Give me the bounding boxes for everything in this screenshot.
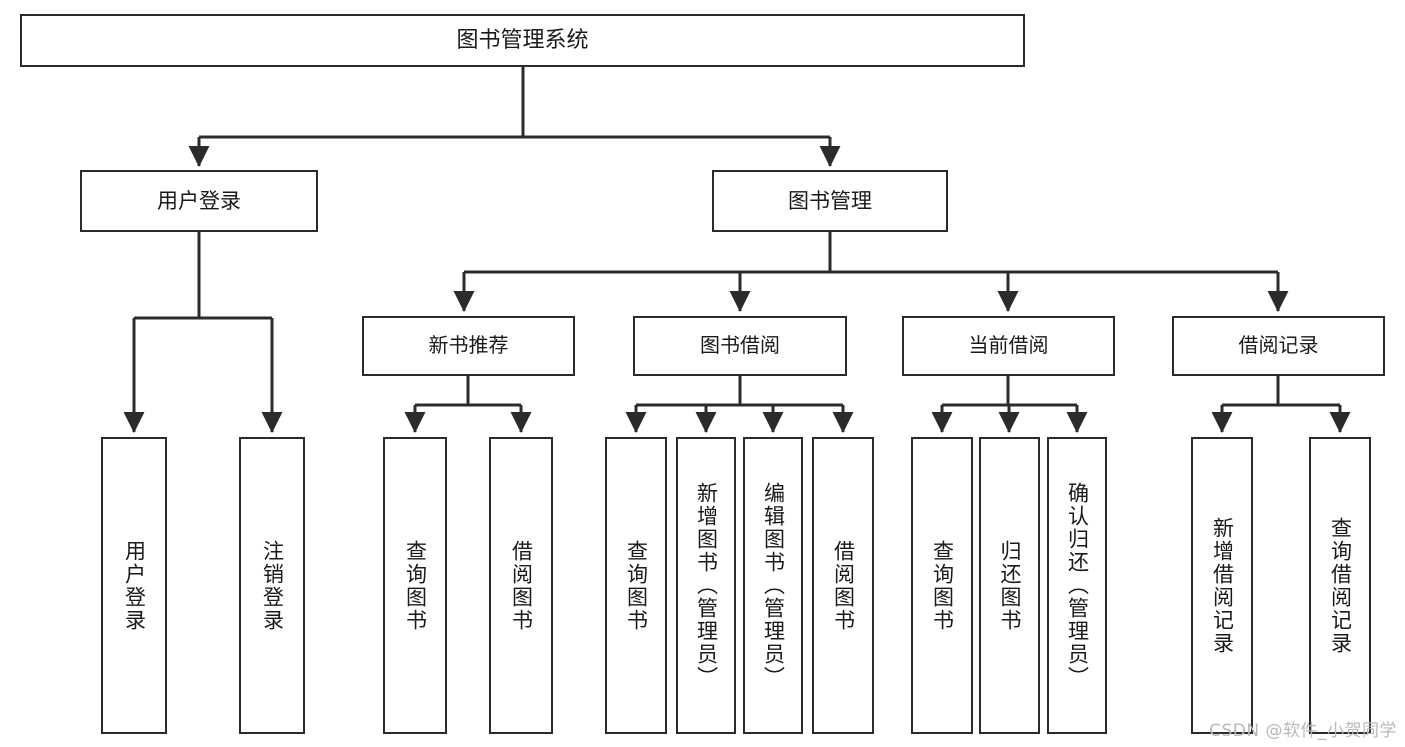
node-current-borrow-label: 当前借阅 xyxy=(968,333,1049,358)
node-leaf-add-record[interactable]: 新增借阅记录 xyxy=(1191,437,1253,734)
node-leaf-confirm-return-label: 确认归还（管理员） xyxy=(1065,482,1090,689)
node-leaf-add-book-label: 新增图书（管理员） xyxy=(694,482,719,689)
node-user-login-label: 用户登录 xyxy=(157,188,241,213)
node-leaf-user-login[interactable]: 用户登录 xyxy=(101,437,167,734)
node-leaf-query-book-3[interactable]: 查询图书 xyxy=(911,437,973,734)
node-book-manage-label: 图书管理 xyxy=(788,188,872,213)
node-book-manage[interactable]: 图书管理 xyxy=(712,170,948,232)
node-leaf-edit-book-label: 编辑图书（管理员） xyxy=(761,482,786,689)
node-leaf-edit-book[interactable]: 编辑图书（管理员） xyxy=(743,437,803,734)
node-leaf-query-book-3-label: 查询图书 xyxy=(930,539,955,632)
node-new-book-recommend[interactable]: 新书推荐 xyxy=(362,316,575,376)
node-user-login[interactable]: 用户登录 xyxy=(80,170,318,232)
node-book-borrow-label: 图书借阅 xyxy=(700,333,780,358)
watermark-text: CSDN @软件_小贺同学 xyxy=(1209,721,1397,741)
node-leaf-borrow-book-1-label: 借阅图书 xyxy=(509,539,534,632)
node-leaf-query-book-2[interactable]: 查询图书 xyxy=(605,437,667,734)
node-leaf-add-book[interactable]: 新增图书（管理员） xyxy=(676,437,736,734)
node-leaf-query-book-1[interactable]: 查询图书 xyxy=(383,437,447,734)
node-leaf-confirm-return[interactable]: 确认归还（管理员） xyxy=(1047,437,1107,734)
node-leaf-return-book[interactable]: 归还图书 xyxy=(979,437,1040,734)
node-current-borrow[interactable]: 当前借阅 xyxy=(902,316,1115,376)
node-leaf-query-book-2-label: 查询图书 xyxy=(624,539,649,632)
node-leaf-return-book-label: 归还图书 xyxy=(998,539,1023,632)
node-leaf-logout-login[interactable]: 注销登录 xyxy=(239,437,305,734)
node-borrow-record[interactable]: 借阅记录 xyxy=(1172,316,1385,376)
node-leaf-logout-login-label: 注销登录 xyxy=(260,539,285,632)
node-leaf-query-book-1-label: 查询图书 xyxy=(403,539,428,632)
node-root[interactable]: 图书管理系统 xyxy=(20,14,1025,67)
node-leaf-borrow-book-2[interactable]: 借阅图书 xyxy=(812,437,874,734)
node-book-borrow[interactable]: 图书借阅 xyxy=(633,316,847,376)
node-leaf-borrow-book-2-label: 借阅图书 xyxy=(831,539,856,632)
node-leaf-query-record[interactable]: 查询借阅记录 xyxy=(1309,437,1371,734)
node-leaf-borrow-book-1[interactable]: 借阅图书 xyxy=(489,437,553,734)
node-borrow-record-label: 借阅记录 xyxy=(1238,333,1319,358)
node-leaf-user-login-label: 用户登录 xyxy=(122,539,147,632)
node-leaf-add-record-label: 新增借阅记录 xyxy=(1210,516,1235,655)
node-new-book-recommend-label: 新书推荐 xyxy=(428,333,509,358)
node-leaf-query-record-label: 查询借阅记录 xyxy=(1328,516,1353,655)
node-root-label: 图书管理系统 xyxy=(456,27,589,53)
